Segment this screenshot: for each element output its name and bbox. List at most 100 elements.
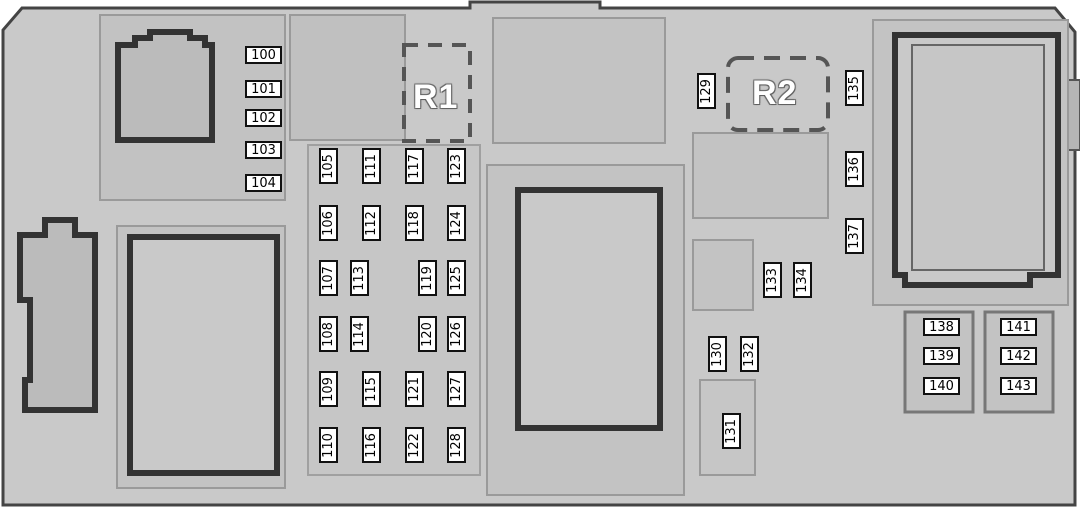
fuse-135: 135 <box>845 70 864 106</box>
fuse-label: 141 <box>1006 319 1031 335</box>
fuse-130: 130 <box>708 336 727 372</box>
fuse-115: 115 <box>362 371 381 407</box>
fuse-143: 143 <box>1000 377 1037 395</box>
fuse-label: 109 <box>321 376 337 402</box>
fuse-139: 139 <box>923 347 960 365</box>
fuse-140: 140 <box>923 377 960 395</box>
fuse-label: 102 <box>251 110 276 126</box>
fuse-142: 142 <box>1000 347 1037 365</box>
fuse-label: 129 <box>699 78 715 104</box>
fuse-label: 125 <box>449 265 465 291</box>
fuse-104: 104 <box>245 174 282 192</box>
connector-top-left <box>115 29 215 143</box>
fuse-label: 100 <box>251 47 276 63</box>
fuse-101: 101 <box>245 80 282 98</box>
fuse-141: 141 <box>1000 318 1037 336</box>
fuse-label: 133 <box>765 267 781 293</box>
fuse-label: 132 <box>742 341 758 367</box>
fuse-label: 142 <box>1006 348 1031 364</box>
relay-r1-label: R1 <box>413 78 459 116</box>
fuse-label: 107 <box>321 265 337 291</box>
fuse-label: 136 <box>847 156 863 182</box>
fuse-label: 103 <box>251 142 276 158</box>
fuse-113: 113 <box>350 260 369 296</box>
fuse-label: 139 <box>929 348 954 364</box>
connector-left-edge <box>17 217 98 413</box>
fuse-126: 126 <box>447 316 466 352</box>
connector-center <box>515 187 663 431</box>
block-right-center <box>692 132 829 219</box>
fuse-label: 121 <box>407 376 423 402</box>
fuse-109: 109 <box>319 371 338 407</box>
relay-r1-outline <box>402 43 472 143</box>
fuse-label: 101 <box>251 81 276 97</box>
connector-bottom-left <box>127 234 280 476</box>
connector-right-inner <box>911 44 1045 271</box>
fuse-123: 123 <box>447 148 466 184</box>
fuse-label: 108 <box>321 321 337 347</box>
block-bottom-right <box>699 379 756 476</box>
fuse-label: 118 <box>407 210 423 236</box>
block-right-lower <box>692 239 754 311</box>
fuse-100: 100 <box>245 46 282 64</box>
fuse-label: 138 <box>929 319 954 335</box>
fuse-106: 106 <box>319 205 338 241</box>
fuse-label: 122 <box>407 432 423 458</box>
fuse-label: 111 <box>364 153 380 179</box>
fuse-label: 126 <box>449 321 465 347</box>
block-top-center <box>492 17 666 144</box>
fuse-label: 120 <box>420 321 436 347</box>
fuse-area-center <box>307 144 481 476</box>
fuse-129: 129 <box>697 73 716 109</box>
fuse-label: 123 <box>449 153 465 179</box>
fuse-label: 110 <box>321 432 337 458</box>
fuse-label: 128 <box>449 432 465 458</box>
fuse-label: 104 <box>251 175 276 191</box>
fuse-114: 114 <box>350 316 369 352</box>
fuse-label: 116 <box>364 432 380 458</box>
fuse-117: 117 <box>405 148 424 184</box>
fuse-137: 137 <box>845 218 864 254</box>
fuse-134: 134 <box>793 262 812 298</box>
block-upper-mid <box>289 14 406 141</box>
fuse-121: 121 <box>405 371 424 407</box>
fuse-112: 112 <box>362 205 381 241</box>
fuse-108: 108 <box>319 316 338 352</box>
fuse-118: 118 <box>405 205 424 241</box>
fuse-label: 130 <box>710 341 726 367</box>
fuse-136: 136 <box>845 151 864 187</box>
fuse-122: 122 <box>405 427 424 463</box>
fuse-label: 124 <box>449 210 465 236</box>
fuse-label: 119 <box>420 265 436 291</box>
fuse-label: 105 <box>321 153 337 179</box>
fuse-105: 105 <box>319 148 338 184</box>
fuse-119: 119 <box>418 260 437 296</box>
fuse-111: 111 <box>362 148 381 184</box>
fuse-label: 106 <box>321 210 337 236</box>
fuse-label: 114 <box>352 321 368 347</box>
fuse-125: 125 <box>447 260 466 296</box>
fuse-127: 127 <box>447 371 466 407</box>
fuse-120: 120 <box>418 316 437 352</box>
fuse-138: 138 <box>923 318 960 336</box>
side-connector <box>1067 79 1080 151</box>
fuse-107: 107 <box>319 260 338 296</box>
relay-r2-outline <box>726 56 830 132</box>
fuse-label: 143 <box>1006 378 1031 394</box>
fuse-128: 128 <box>447 427 466 463</box>
fuse-label: 113 <box>352 265 368 291</box>
fuse-133: 133 <box>763 262 782 298</box>
fuse-131: 131 <box>722 413 741 449</box>
fuse-116: 116 <box>362 427 381 463</box>
fuse-label: 131 <box>724 418 740 444</box>
fuse-110: 110 <box>319 427 338 463</box>
fuse-label: 135 <box>847 75 863 101</box>
fuse-102: 102 <box>245 109 282 127</box>
fuse-label: 134 <box>795 267 811 293</box>
fuse-103: 103 <box>245 141 282 159</box>
fuse-label: 112 <box>364 210 380 236</box>
fuse-label: 140 <box>929 378 954 394</box>
fuse-label: 115 <box>364 376 380 402</box>
fuse-label: 127 <box>449 376 465 402</box>
